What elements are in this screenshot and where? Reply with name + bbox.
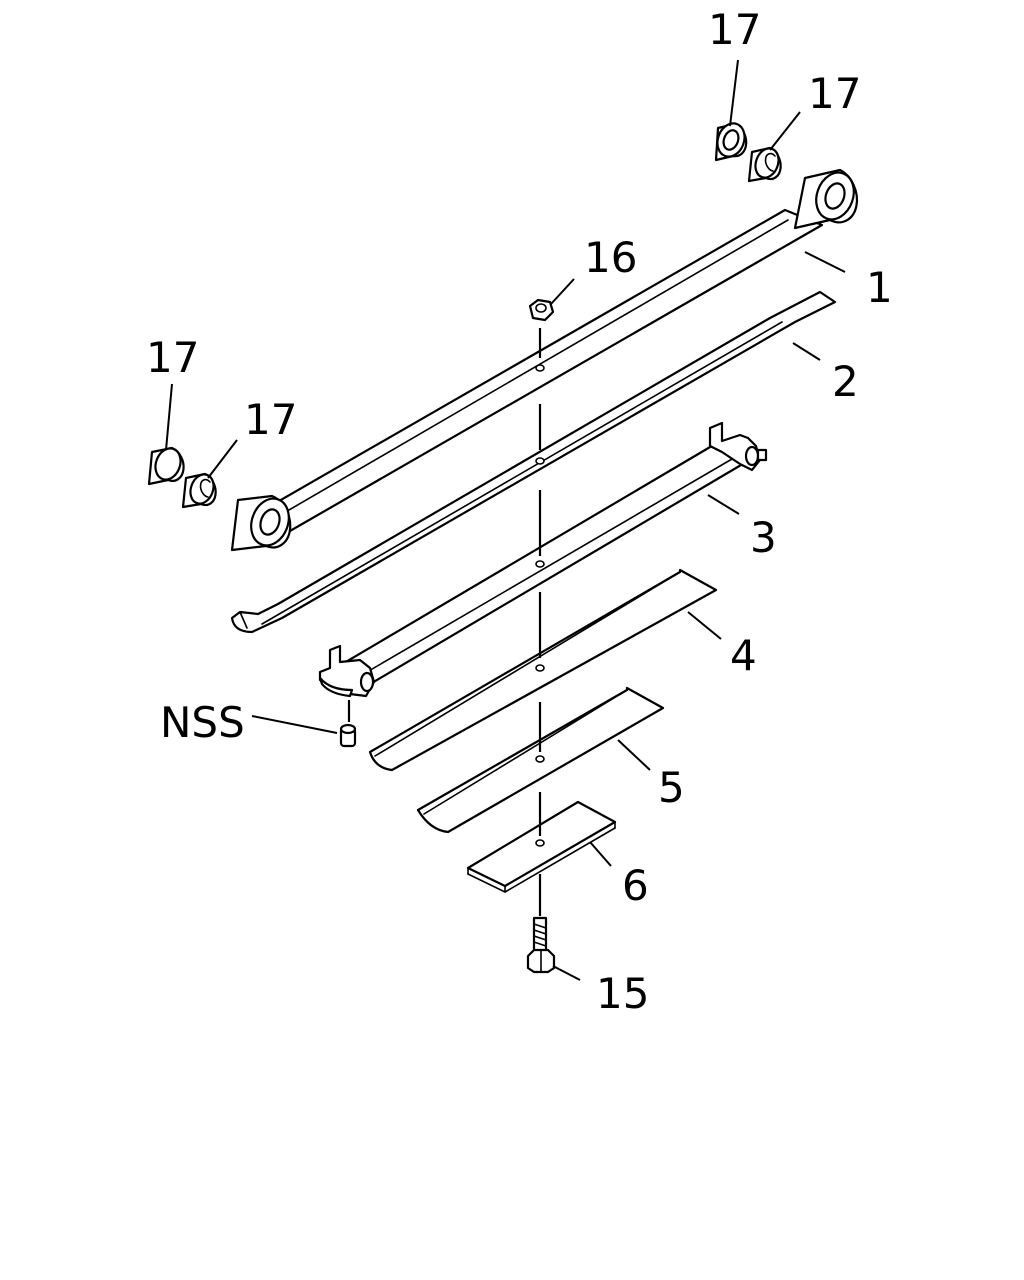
callout-17-mid-right: 17 (244, 395, 297, 444)
callout-2: 2 (832, 357, 859, 406)
bushing-mid-right (181, 472, 217, 509)
bushing-mid-left (147, 446, 185, 486)
callout-17-mid-left: 17 (146, 333, 199, 382)
callout-17-top-left: 17 (708, 5, 761, 54)
rear-spring-eye (793, 168, 859, 230)
main-leaf-part-1 (230, 168, 859, 552)
front-spring-eye (230, 494, 292, 552)
callout-labels: 17 17 17 17 16 1 2 3 4 5 6 15 NSS (146, 5, 893, 1018)
callout-nss: NSS (160, 698, 245, 747)
center-bolt-part-15 (526, 916, 556, 974)
callout-17-top-right: 17 (808, 69, 861, 118)
nut-part-16 (528, 298, 555, 322)
second-leaf-part-2 (230, 290, 837, 634)
bushing-top-right (747, 146, 782, 183)
clip-bolt-nss (339, 700, 357, 748)
callout-6: 6 (622, 861, 649, 910)
callout-16: 16 (584, 233, 637, 282)
callout-15: 15 (596, 969, 649, 1018)
leader-lines (165, 59, 846, 981)
callout-1: 1 (866, 263, 893, 312)
callout-3: 3 (750, 513, 777, 562)
sixth-leaf-part-6 (466, 800, 617, 893)
center-bolt-axis (535, 328, 545, 916)
callout-4: 4 (730, 631, 757, 680)
bushing-top-left (714, 122, 748, 162)
callout-5: 5 (658, 763, 685, 812)
